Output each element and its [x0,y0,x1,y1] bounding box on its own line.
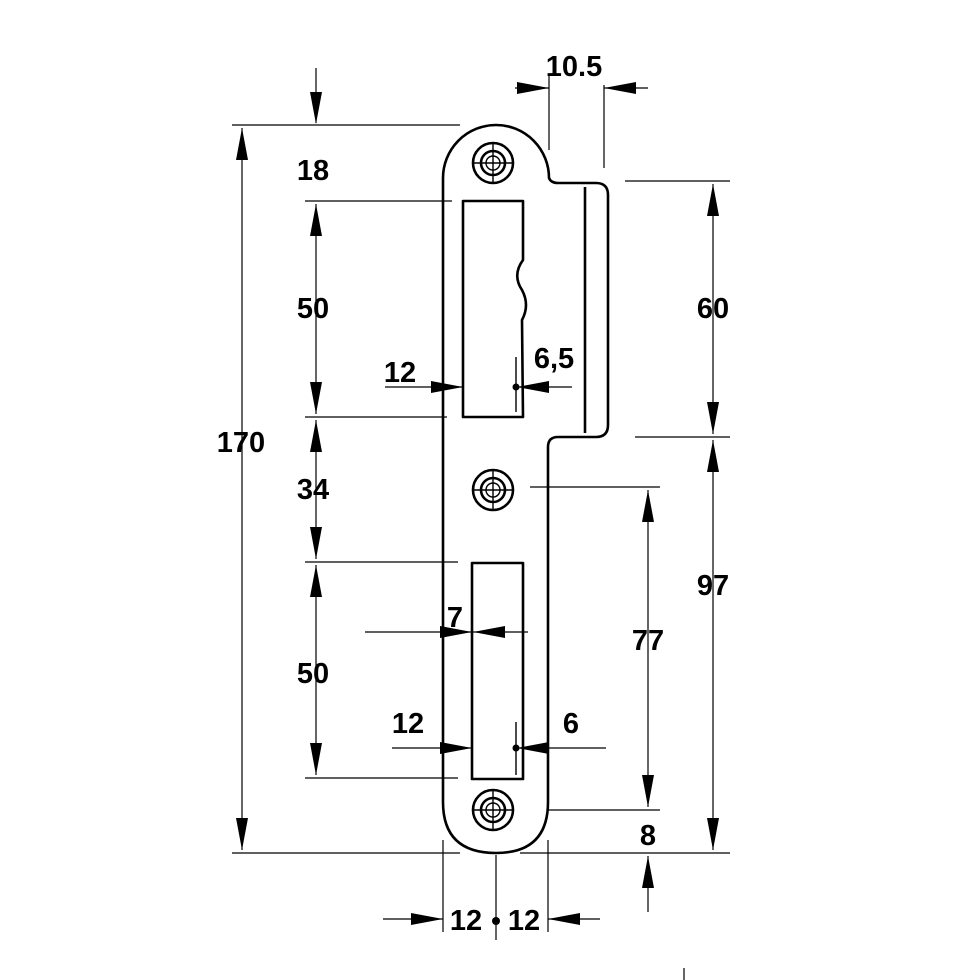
label-slot-gap: 34 [297,474,329,506]
screw-hole-top [471,141,515,185]
label-width-top: 10.5 [546,51,602,83]
label-slot1-right: 6,5 [534,343,574,375]
dimension-labels: 10.5 170 18 50 34 50 60 97 77 8 12 6,5 7… [217,51,729,937]
upper-slot [461,199,528,419]
screw-hole-middle [471,468,515,512]
label-slot2-width: 7 [447,602,463,634]
label-slot1-height: 50 [297,293,329,325]
extension-lines [232,75,730,940]
label-bottom-left: 12 [450,905,482,937]
label-hole-spacing: 77 [632,625,664,657]
label-lower-height: 97 [697,570,729,602]
label-slot2-left: 12 [392,708,424,740]
label-slot2-right: 6 [563,708,579,740]
strike-plate-outline [441,123,610,855]
dimension-lines [236,68,719,925]
screw-hole-bottom [471,788,515,832]
label-top-offset: 18 [297,155,329,187]
label-bottom-right: 12 [508,905,540,937]
label-lip-height: 60 [697,293,729,325]
label-slot2-height: 50 [297,658,329,690]
label-slot1-left: 12 [384,357,416,389]
label-total-height: 170 [217,427,265,459]
lower-slot [470,561,525,781]
label-bottom-offset: 8 [640,820,656,852]
